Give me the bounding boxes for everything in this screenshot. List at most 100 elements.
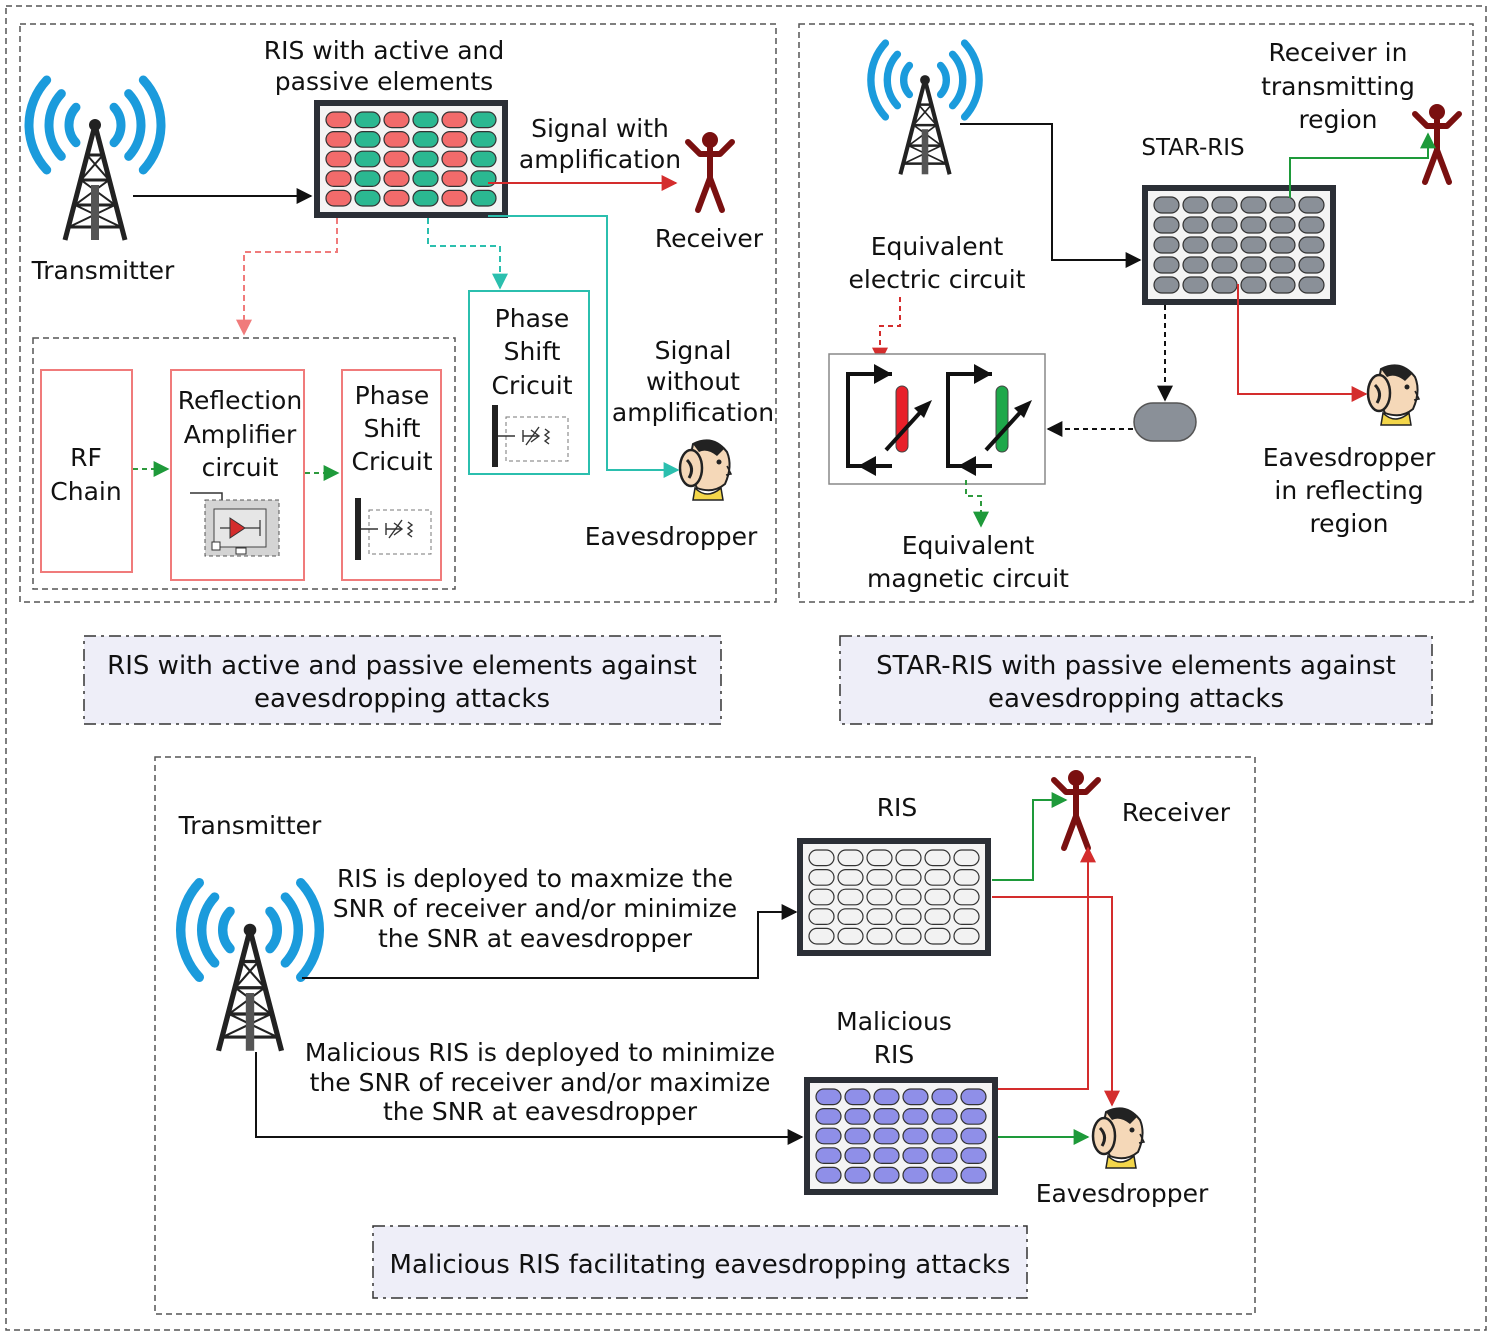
amplifier-circuit-icon <box>190 492 280 557</box>
ris-element <box>866 849 893 867</box>
caption-a-line2: eavesdropping attacks <box>254 684 550 714</box>
ris-panel-icon <box>314 100 508 218</box>
equiv-magnetic-line1: Equivalent <box>902 531 1035 560</box>
ris-element <box>1240 196 1267 214</box>
ris-element <box>837 849 864 867</box>
ris-element <box>960 1107 987 1125</box>
caption-a-box <box>83 635 722 725</box>
reflection-amp-line3: circuit <box>202 453 279 482</box>
signal-wave-left <box>883 50 902 110</box>
ris-element <box>931 1147 958 1165</box>
ris-element <box>1240 276 1267 294</box>
eavesdropper-nose <box>1413 390 1421 401</box>
phase-shift-1-line2: Shift <box>364 414 421 443</box>
person-head <box>702 132 718 148</box>
ris-element <box>412 150 439 168</box>
eave-region-line3: region <box>1309 509 1388 538</box>
tunable-element <box>895 385 909 453</box>
ris-element <box>1240 216 1267 234</box>
magnetic-circuit-arrow <box>965 480 989 528</box>
ris-element <box>354 150 381 168</box>
ris-element <box>837 927 864 945</box>
ris-element <box>1240 236 1267 254</box>
signal-wave-left <box>867 39 890 121</box>
signal-wave-right <box>265 906 283 954</box>
signal-wave-right <box>948 50 967 110</box>
ris-element <box>354 111 381 129</box>
signal-no-amp-line2: without <box>646 367 740 396</box>
ris-element <box>924 888 951 906</box>
eavesdropper-hair <box>693 440 725 456</box>
signal-wave-left <box>176 878 205 982</box>
ris-element <box>383 189 410 207</box>
phase-shifter-circuit-icon <box>492 405 569 467</box>
ris-element <box>815 1147 842 1165</box>
panel-c: Transmitter RIS is deployed to maxmize t… <box>176 770 1231 1208</box>
ris-element <box>325 150 352 168</box>
ris-element <box>1269 236 1296 254</box>
tower-legs <box>898 79 952 175</box>
rx-region-line2: transmitting <box>1261 72 1415 101</box>
ris-element <box>866 868 893 886</box>
malicious-desc-line3: the SNR at eavesdropper <box>383 1097 698 1126</box>
transmitter-tower-icon <box>176 878 324 1052</box>
signal-wave-left <box>217 906 235 954</box>
ris-element <box>1153 216 1180 234</box>
eavesdropper-eye <box>716 459 722 465</box>
ris-element <box>412 189 439 207</box>
signal-wave-right <box>936 61 950 99</box>
ris-element <box>837 868 864 886</box>
ris-element <box>924 927 951 945</box>
tower-mast <box>91 185 99 240</box>
ris-element <box>924 868 951 886</box>
ris-element <box>953 888 980 906</box>
ris-element <box>895 849 922 867</box>
ris-element <box>808 888 835 906</box>
ris-to-receiver-arrow <box>992 792 1068 881</box>
eavesdropper-ear-detail <box>1098 1126 1107 1147</box>
ris-element <box>873 1088 900 1106</box>
ris-element <box>931 1166 958 1184</box>
transmitter-tower-icon <box>867 39 983 175</box>
ris-element <box>325 189 352 207</box>
ris-element <box>1298 256 1325 274</box>
tx-to-ris-arrow-c <box>302 904 798 979</box>
varactor-symbol <box>498 428 551 445</box>
ris-element <box>383 170 410 188</box>
magnetic-circuit-icon <box>946 364 1032 476</box>
rx-region-line3: region <box>1298 105 1377 134</box>
ris-element <box>441 131 468 148</box>
ris-element <box>902 1166 929 1184</box>
signal-wave-right <box>280 892 303 968</box>
eavesdropper-ear-detail <box>685 458 694 479</box>
eavesdropper-head-icon <box>1366 364 1421 426</box>
receiver-label-c: Receiver <box>1122 798 1231 827</box>
signal-wave-left <box>24 75 52 175</box>
ris-panel-icon <box>797 838 991 956</box>
ris-element <box>902 1107 929 1125</box>
person-body <box>685 139 735 213</box>
eavesdropper-eye <box>1129 1127 1135 1133</box>
panel-b: Receiver in transmitting region STAR-RIS… <box>828 38 1462 593</box>
ris-element <box>844 1166 871 1184</box>
ris-element <box>815 1127 842 1145</box>
person-body <box>1051 777 1101 851</box>
ris-element <box>953 868 980 886</box>
ris-element <box>1182 196 1209 214</box>
ris-element <box>1211 256 1238 274</box>
ris-element <box>441 150 468 168</box>
transmit-region-arrow <box>1289 132 1436 198</box>
ris-element <box>470 170 497 188</box>
rx-region-line1: Receiver in <box>1269 38 1408 67</box>
ris-element <box>1211 236 1238 254</box>
active-element-detail-arrow <box>236 218 338 336</box>
malicious-ris-line2: RIS <box>874 1040 915 1069</box>
tx-to-malicious-arrow <box>255 1052 804 1145</box>
ris-element <box>815 1166 842 1184</box>
ris-element <box>844 1088 871 1106</box>
ris-element <box>895 888 922 906</box>
ris-element <box>844 1147 871 1165</box>
transmitter-label-c: Transmitter <box>178 811 322 840</box>
ris-element <box>1269 196 1296 214</box>
tower-rungs <box>903 103 947 165</box>
